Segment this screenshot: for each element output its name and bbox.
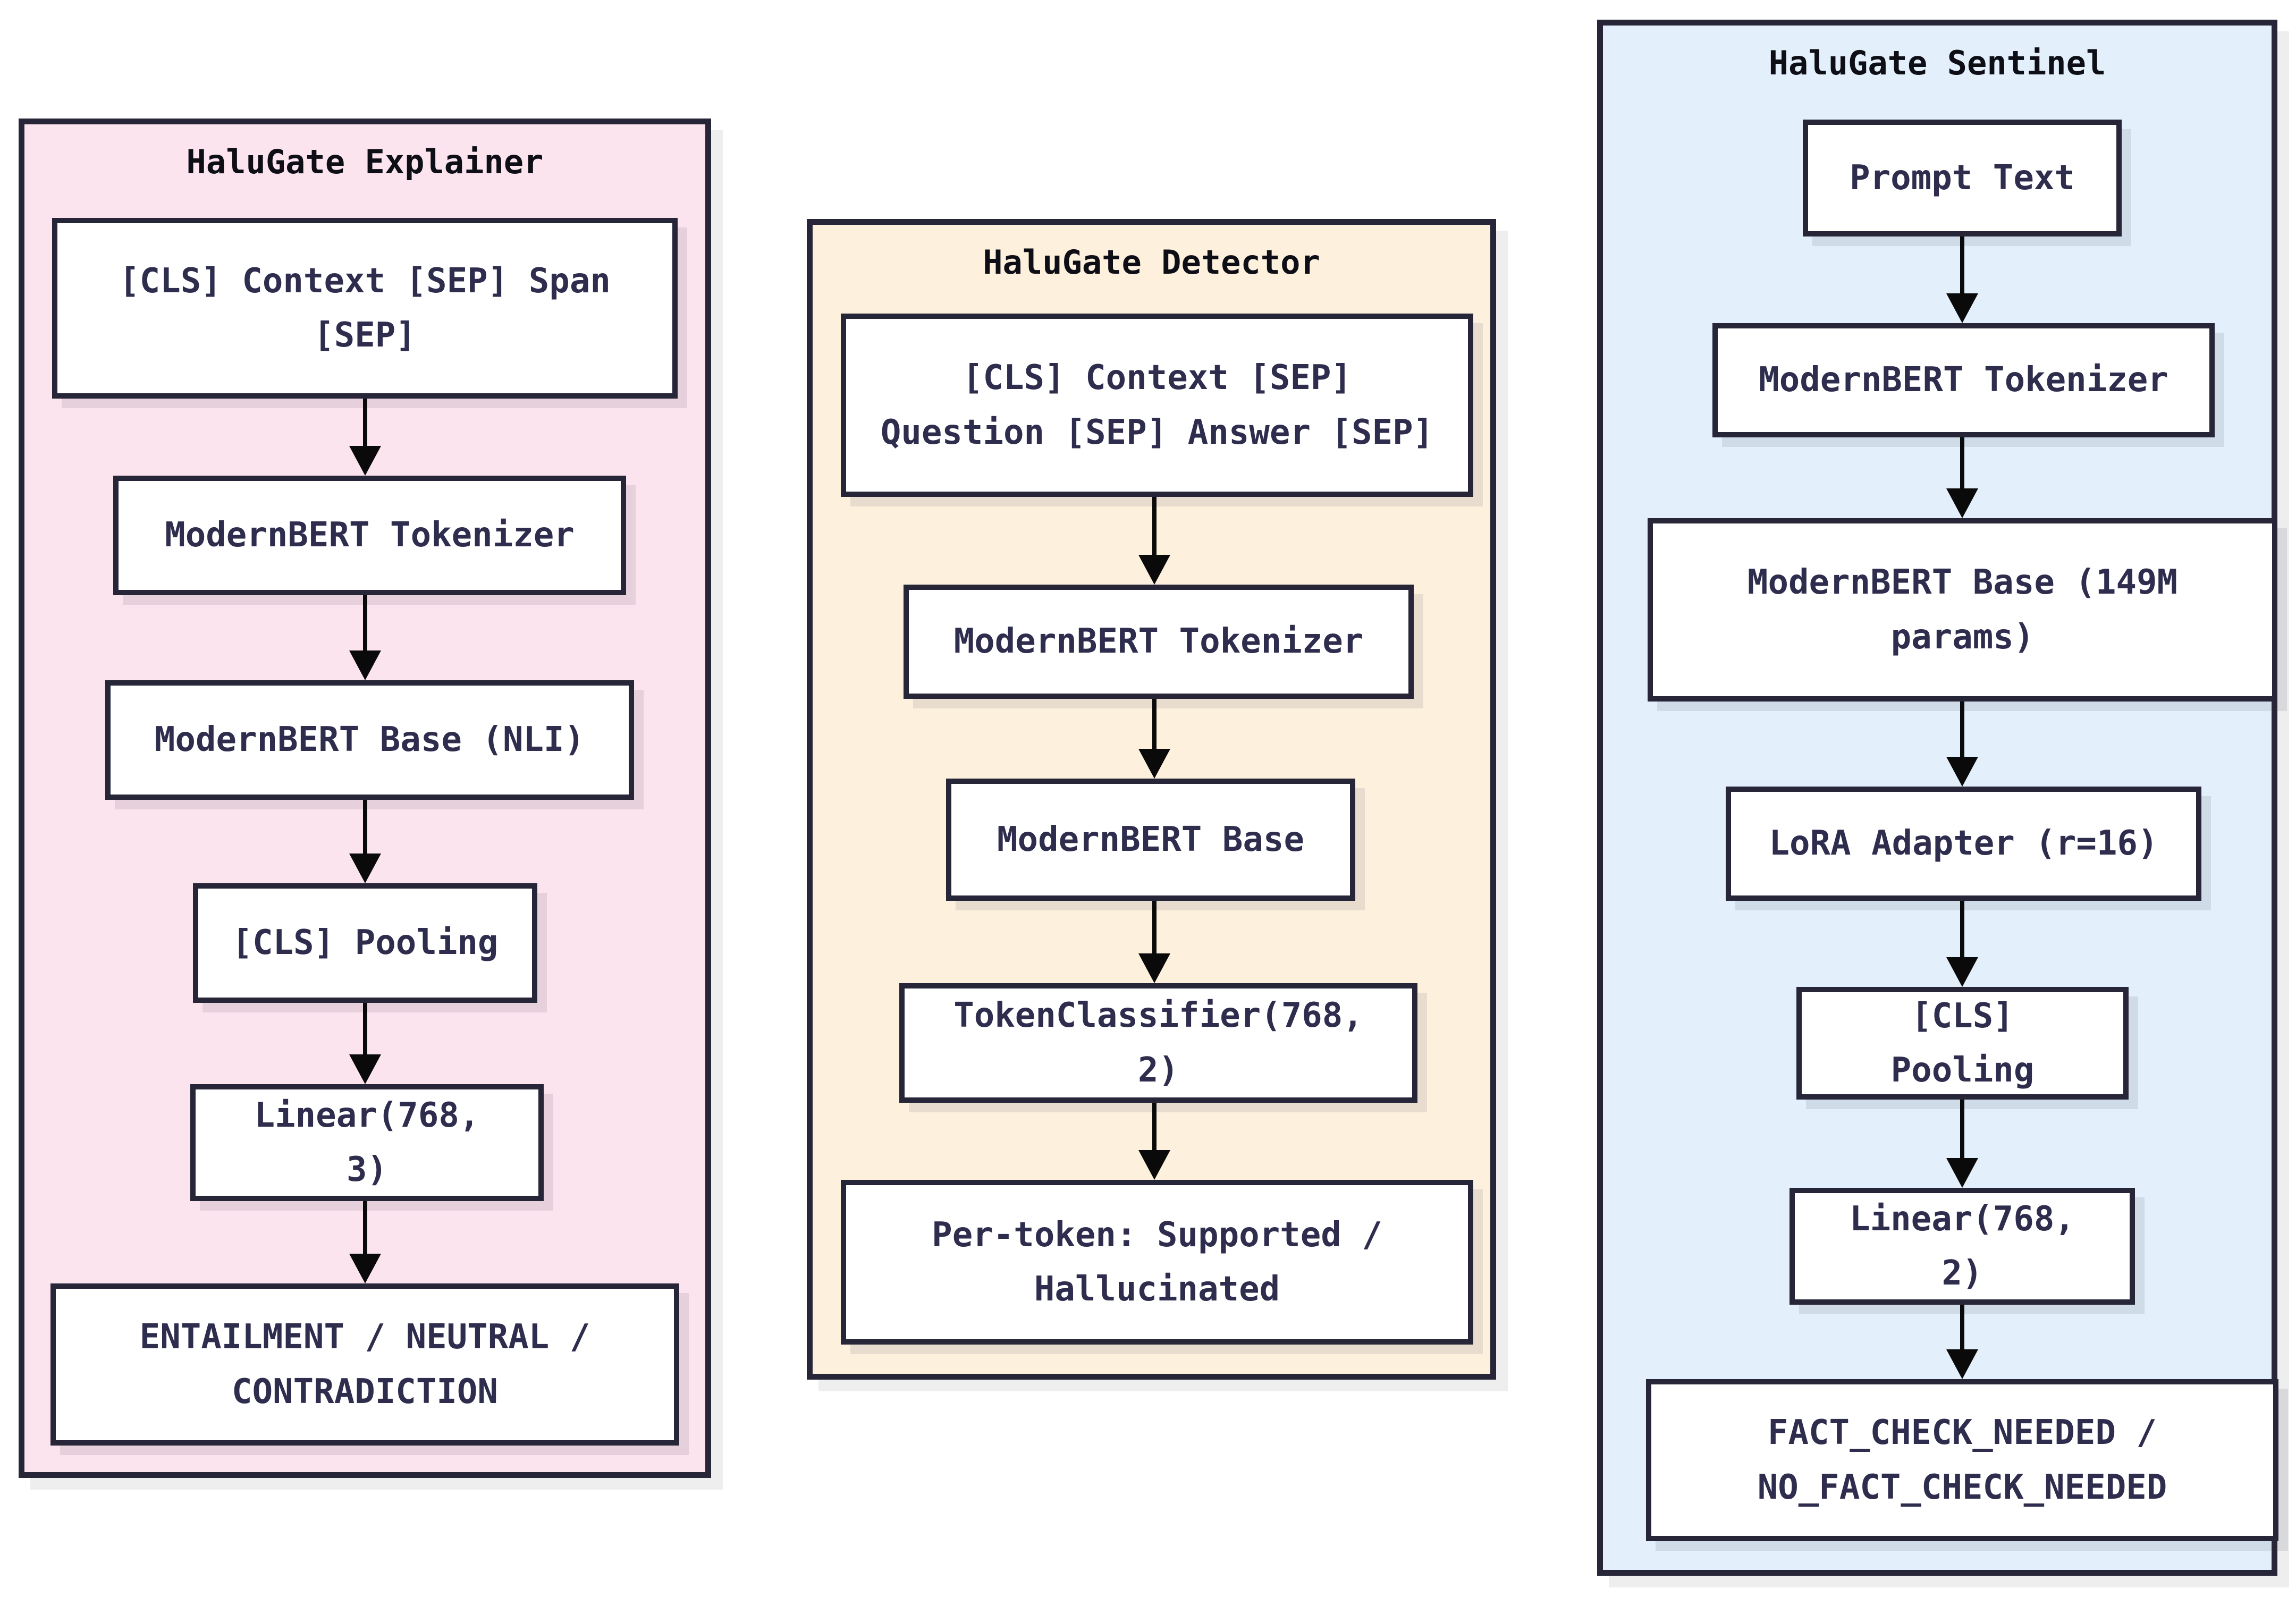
arrow-down-icon xyxy=(1946,901,1978,987)
flow-box-label: Per-token: Supported / Hallucinated xyxy=(932,1215,1382,1309)
flow-box-label: Linear(768, 3) xyxy=(254,1095,480,1189)
arrow-shaft xyxy=(1960,236,1964,297)
arrow-down-icon xyxy=(1946,236,1978,323)
arrow-shaft xyxy=(1152,699,1157,752)
flow-box-explainer-pooling: [CLS] Pooling xyxy=(193,883,537,1003)
flow-box-explainer-tokenizer: ModernBERT Tokenizer xyxy=(113,476,626,595)
flow-box-label: [CLS] Pooling xyxy=(1890,996,2035,1090)
arrow-shaft xyxy=(1960,702,1964,760)
arrow-head xyxy=(1138,953,1170,983)
flow-box-sentinel-lora: LoRA Adapter (r=16) xyxy=(1726,787,2201,901)
flow-box-sentinel-input: Prompt Text xyxy=(1803,120,2122,236)
panel-title-detector: HaluGate Detector xyxy=(983,243,1320,282)
flow-box-sentinel-base: ModernBERT Base (149M params) xyxy=(1648,518,2277,702)
arrow-shaft xyxy=(363,1003,367,1058)
flow-box-detector-tokenizer: ModernBERT Tokenizer xyxy=(904,585,1414,699)
flow-box-label: Prompt Text xyxy=(1850,158,2075,198)
flow-box-explainer-output: ENTAILMENT / NEUTRAL / CONTRADICTION xyxy=(50,1283,679,1446)
flow-box-detector-input: [CLS] Context [SEP] Question [SEP] Answe… xyxy=(841,314,1473,497)
arrow-head xyxy=(1946,757,1978,787)
arrow-down-icon xyxy=(1138,497,1170,585)
flow-box-detector-output: Per-token: Supported / Hallucinated xyxy=(841,1180,1473,1345)
arrow-shaft xyxy=(1152,497,1157,558)
arrow-head xyxy=(1946,488,1978,518)
arrow-shaft xyxy=(1960,1100,1964,1161)
arrow-shaft xyxy=(363,595,367,654)
flow-box-label: LoRA Adapter (r=16) xyxy=(1769,824,2158,864)
flow-box-label: ModernBERT Base (NLI) xyxy=(154,720,585,760)
flow-box-label: [CLS] Context [SEP] Span [SEP] xyxy=(119,261,611,355)
arrow-down-icon xyxy=(349,800,381,883)
flow-box-label: ModernBERT Tokenizer xyxy=(953,622,1364,662)
arrow-head xyxy=(1946,293,1978,323)
arrow-shaft xyxy=(363,399,367,449)
flow-box-sentinel-output: FACT_CHECK_NEEDED / NO_FACT_CHECK_NEEDED xyxy=(1646,1379,2278,1541)
arrow-down-icon xyxy=(1138,901,1170,983)
arrow-down-icon xyxy=(349,1201,381,1283)
arrow-down-icon xyxy=(349,399,381,476)
arrow-shaft xyxy=(1960,1305,1964,1353)
flow-box-label: TokenClassifier(768, 2) xyxy=(953,996,1363,1090)
flow-box-label: ModernBERT Tokenizer xyxy=(165,516,575,555)
arrow-shaft xyxy=(363,1201,367,1257)
flow-box-sentinel-linear: Linear(768, 2) xyxy=(1789,1188,2135,1305)
arrow-down-icon xyxy=(1138,1103,1170,1180)
arrow-shaft xyxy=(1152,1103,1157,1153)
arrow-shaft xyxy=(1960,901,1964,960)
arrow-shaft xyxy=(1960,437,1964,492)
arrow-shaft xyxy=(1152,901,1157,957)
arrow-down-icon xyxy=(1946,702,1978,787)
flow-box-label: ModernBERT Base xyxy=(997,819,1304,859)
flow-box-detector-base: ModernBERT Base xyxy=(946,779,1355,901)
arrow-head xyxy=(349,1254,381,1283)
arrow-head xyxy=(349,1054,381,1084)
arrow-head xyxy=(1138,555,1170,585)
flow-box-label: [CLS] Pooling xyxy=(232,923,499,963)
flow-box-explainer-base: ModernBERT Base (NLI) xyxy=(105,680,634,800)
flow-box-label: Linear(768, 2) xyxy=(1850,1199,2075,1293)
arrow-head xyxy=(1138,749,1170,779)
arrow-head xyxy=(1138,1150,1170,1180)
arrow-head xyxy=(349,650,381,680)
flow-box-label: FACT_CHECK_NEEDED / NO_FACT_CHECK_NEEDED xyxy=(1757,1413,2167,1507)
arrow-down-icon xyxy=(1946,437,1978,518)
arrow-down-icon xyxy=(349,595,381,680)
arrow-head xyxy=(1946,1349,1978,1379)
panel-title-explainer: HaluGate Explainer xyxy=(186,142,544,181)
arrow-down-icon xyxy=(1946,1305,1978,1379)
flow-box-label: ModernBERT Base (149M params) xyxy=(1747,563,2178,657)
arrow-head xyxy=(349,854,381,883)
flow-box-explainer-input: [CLS] Context [SEP] Span [SEP] xyxy=(52,218,678,399)
arrow-head xyxy=(1946,957,1978,987)
arrow-down-icon xyxy=(349,1003,381,1084)
flow-box-explainer-linear: Linear(768, 3) xyxy=(190,1084,544,1201)
flow-box-label: [CLS] Context [SEP] Question [SEP] Answe… xyxy=(880,358,1434,452)
flow-box-label: ModernBERT Tokenizer xyxy=(1759,360,2168,400)
flow-box-detector-classifier: TokenClassifier(768, 2) xyxy=(899,983,1417,1103)
panel-title-sentinel: HaluGate Sentinel xyxy=(1768,44,2106,82)
flow-box-sentinel-tokenizer: ModernBERT Tokenizer xyxy=(1712,323,2215,437)
arrow-down-icon xyxy=(1138,699,1170,779)
flow-box-label: ENTAILMENT / NEUTRAL / CONTRADICTION xyxy=(139,1317,590,1412)
flow-box-sentinel-pooling: [CLS] Pooling xyxy=(1796,987,2129,1100)
arrow-down-icon xyxy=(1946,1100,1978,1188)
arrow-shaft xyxy=(363,800,367,857)
arrow-head xyxy=(1946,1158,1978,1188)
arrow-head xyxy=(349,446,381,476)
